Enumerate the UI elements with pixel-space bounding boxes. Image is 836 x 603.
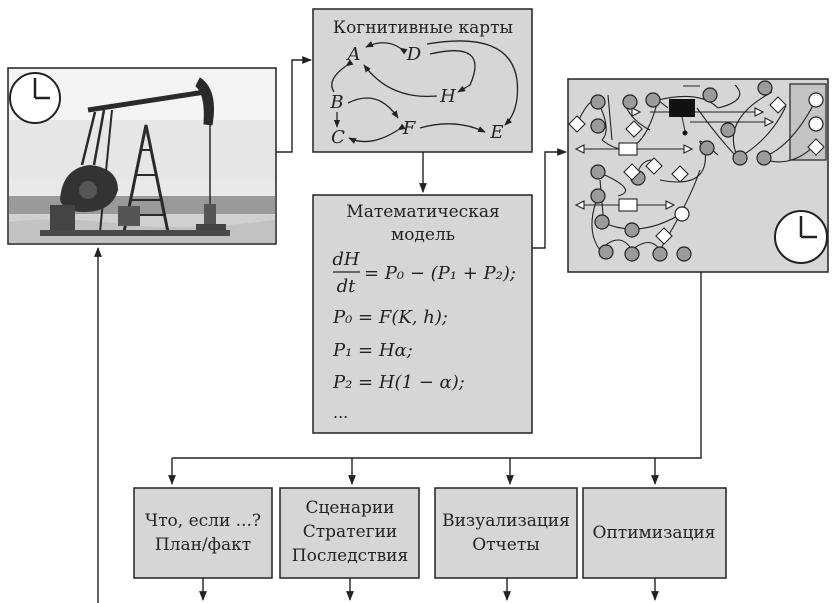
scenarios-label: Сценарии — [305, 498, 394, 518]
visualization-label: Визуализация — [442, 511, 570, 531]
node-d: D — [406, 44, 422, 65]
eq1-rhs: = P₀ − (P₁ + P₂); — [364, 263, 516, 284]
eq1-numerator: dH — [332, 249, 360, 270]
node-c: C — [331, 127, 345, 148]
math-model-box: Математическая модель dH dt = P₀ − (P₁ +… — [312, 194, 533, 434]
what-if-label: Что, если ...? — [145, 511, 261, 531]
cognitive-maps-title: Когнитивные карты — [333, 18, 513, 38]
node-f: F — [402, 118, 417, 139]
math-model-title-2: модель — [391, 225, 455, 245]
math-model-title-1: Математическая — [346, 202, 499, 222]
clock-icon-simulation — [774, 210, 828, 264]
node-e: E — [489, 122, 503, 143]
reports-label: Отчеты — [472, 535, 540, 555]
node-h: H — [439, 86, 456, 107]
strategies-label: Стратегии — [303, 522, 397, 542]
node-a: A — [346, 44, 361, 65]
plan-fact-label: План/факт — [155, 535, 251, 555]
eq-ellipsis: ... — [333, 403, 348, 422]
eq1-denominator: dt — [337, 276, 357, 297]
visualization-box: Визуализация Отчеты — [434, 487, 578, 579]
cognitive-maps-box: Когнитивные карты A D H B C F E — [312, 8, 533, 153]
optimization-label: Оптимизация — [593, 523, 716, 543]
clock-icon — [9, 72, 61, 124]
eq3: P₁ = Hα; — [332, 340, 413, 361]
simulation-network-box — [567, 78, 829, 273]
oil-pump-photo — [7, 67, 277, 245]
eq2: P₀ = F(K, h); — [332, 307, 448, 328]
connectors — [94, 56, 702, 603]
consequences-label: Последствия — [292, 546, 408, 566]
eq4: P₂ = H(1 − α); — [332, 372, 465, 393]
node-b: B — [329, 92, 343, 113]
what-if-box: Что, если ...? План/факт — [133, 487, 273, 579]
scenarios-box: Сценарии Стратегии Последствия — [279, 487, 420, 579]
optimization-box: Оптимизация — [582, 487, 727, 579]
